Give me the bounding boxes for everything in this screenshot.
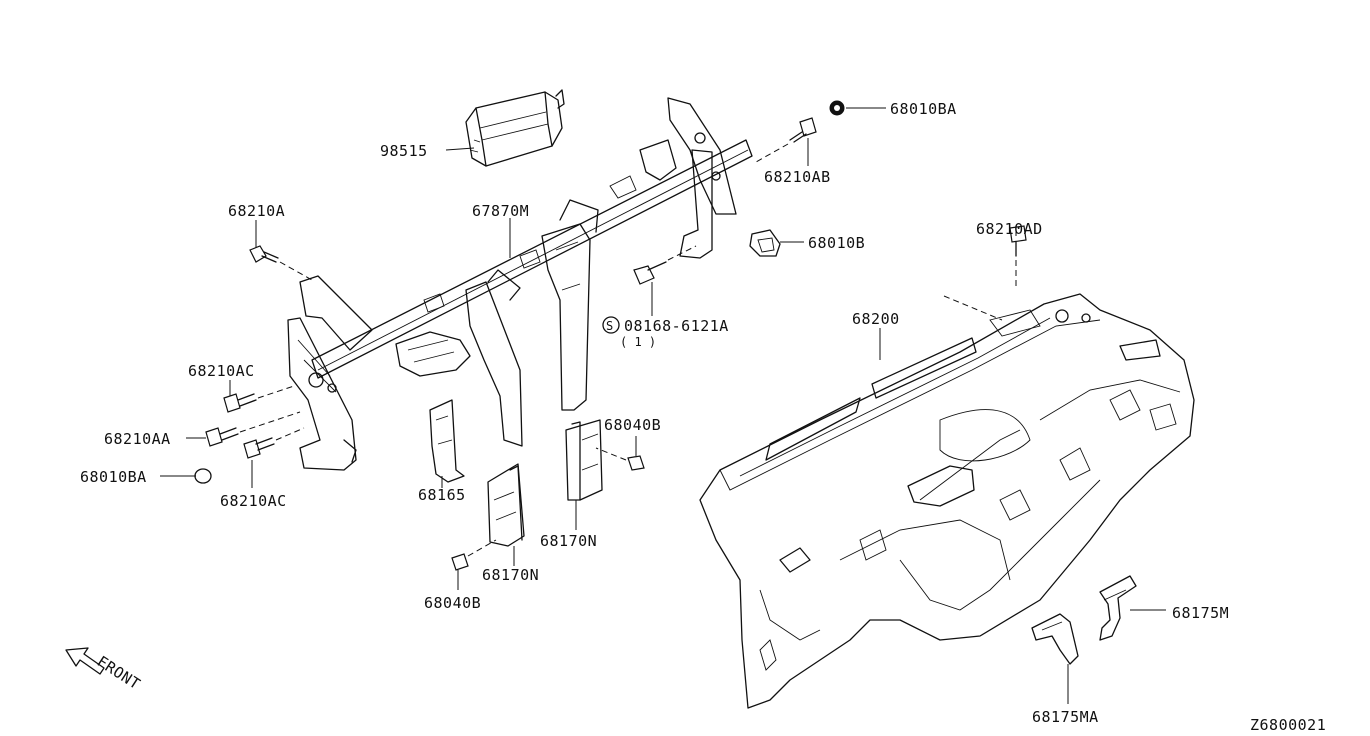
bolt-68210ac-upper [223,385,295,413]
svg-text:S: S [606,319,613,333]
label-bolt-ac-1: 68210AC [188,362,255,380]
screw-08168 [633,245,697,285]
label-bolt-ac-2: 68210AC [220,492,287,510]
label-clip-b: 68010B [808,234,865,252]
bolt-68210ac-lower [243,427,305,459]
label-nut-68040b-left: 68040B [424,594,481,612]
clip-68010ba-top [829,100,845,116]
label-bracket-68170n-right: 68170N [540,532,597,550]
label-clip-ba-top: 68010BA [890,100,957,118]
bracket-68175m [1099,575,1137,641]
bracket-68170n-right [565,419,603,501]
bolt-68210a [249,245,313,281]
label-bracket-68165: 68165 [418,486,466,504]
bolt-68210ad [1009,225,1027,290]
instrument-panel [699,293,1195,709]
nut-68040b-right [595,447,645,471]
label-bolt-ab: 68210AB [764,168,831,186]
label-bolt-ad: 68210AD [976,220,1043,238]
label-airbag: 98515 [380,142,428,160]
circled-s-icon: S [602,316,620,334]
clip-68010b [749,229,781,257]
bolt-68210ab [755,117,817,163]
label-clip-ba-left: 68010BA [80,468,147,486]
clip-68010ba-left [194,468,212,484]
label-screw-code: 08168-6121A [624,317,729,335]
label-bolt-a: 68210A [228,202,285,220]
steering-member [287,97,753,471]
nut-68040b-left [451,539,497,571]
label-screw-qty: ( 1 ) [620,335,656,349]
label-bracket-68170n-left: 68170N [482,566,539,584]
airbag-module [465,89,565,167]
label-bracket-68175m: 68175M [1172,604,1229,622]
leader-lines [160,107,1166,704]
label-bracket-68175ma: 68175MA [1032,708,1099,726]
label-member: 67870M [472,202,529,220]
label-panel: 68200 [852,310,900,328]
bracket-68165 [429,399,465,483]
label-diagram-id: Z6800021 [1250,716,1326,734]
front-arrow-icon [65,647,105,675]
bracket-68175ma [1031,613,1079,665]
label-nut-68040b-right: 68040B [604,416,661,434]
bracket-68170n-left [487,463,525,547]
bolt-68210aa [205,411,301,447]
label-bolt-aa: 68210AA [104,430,171,448]
